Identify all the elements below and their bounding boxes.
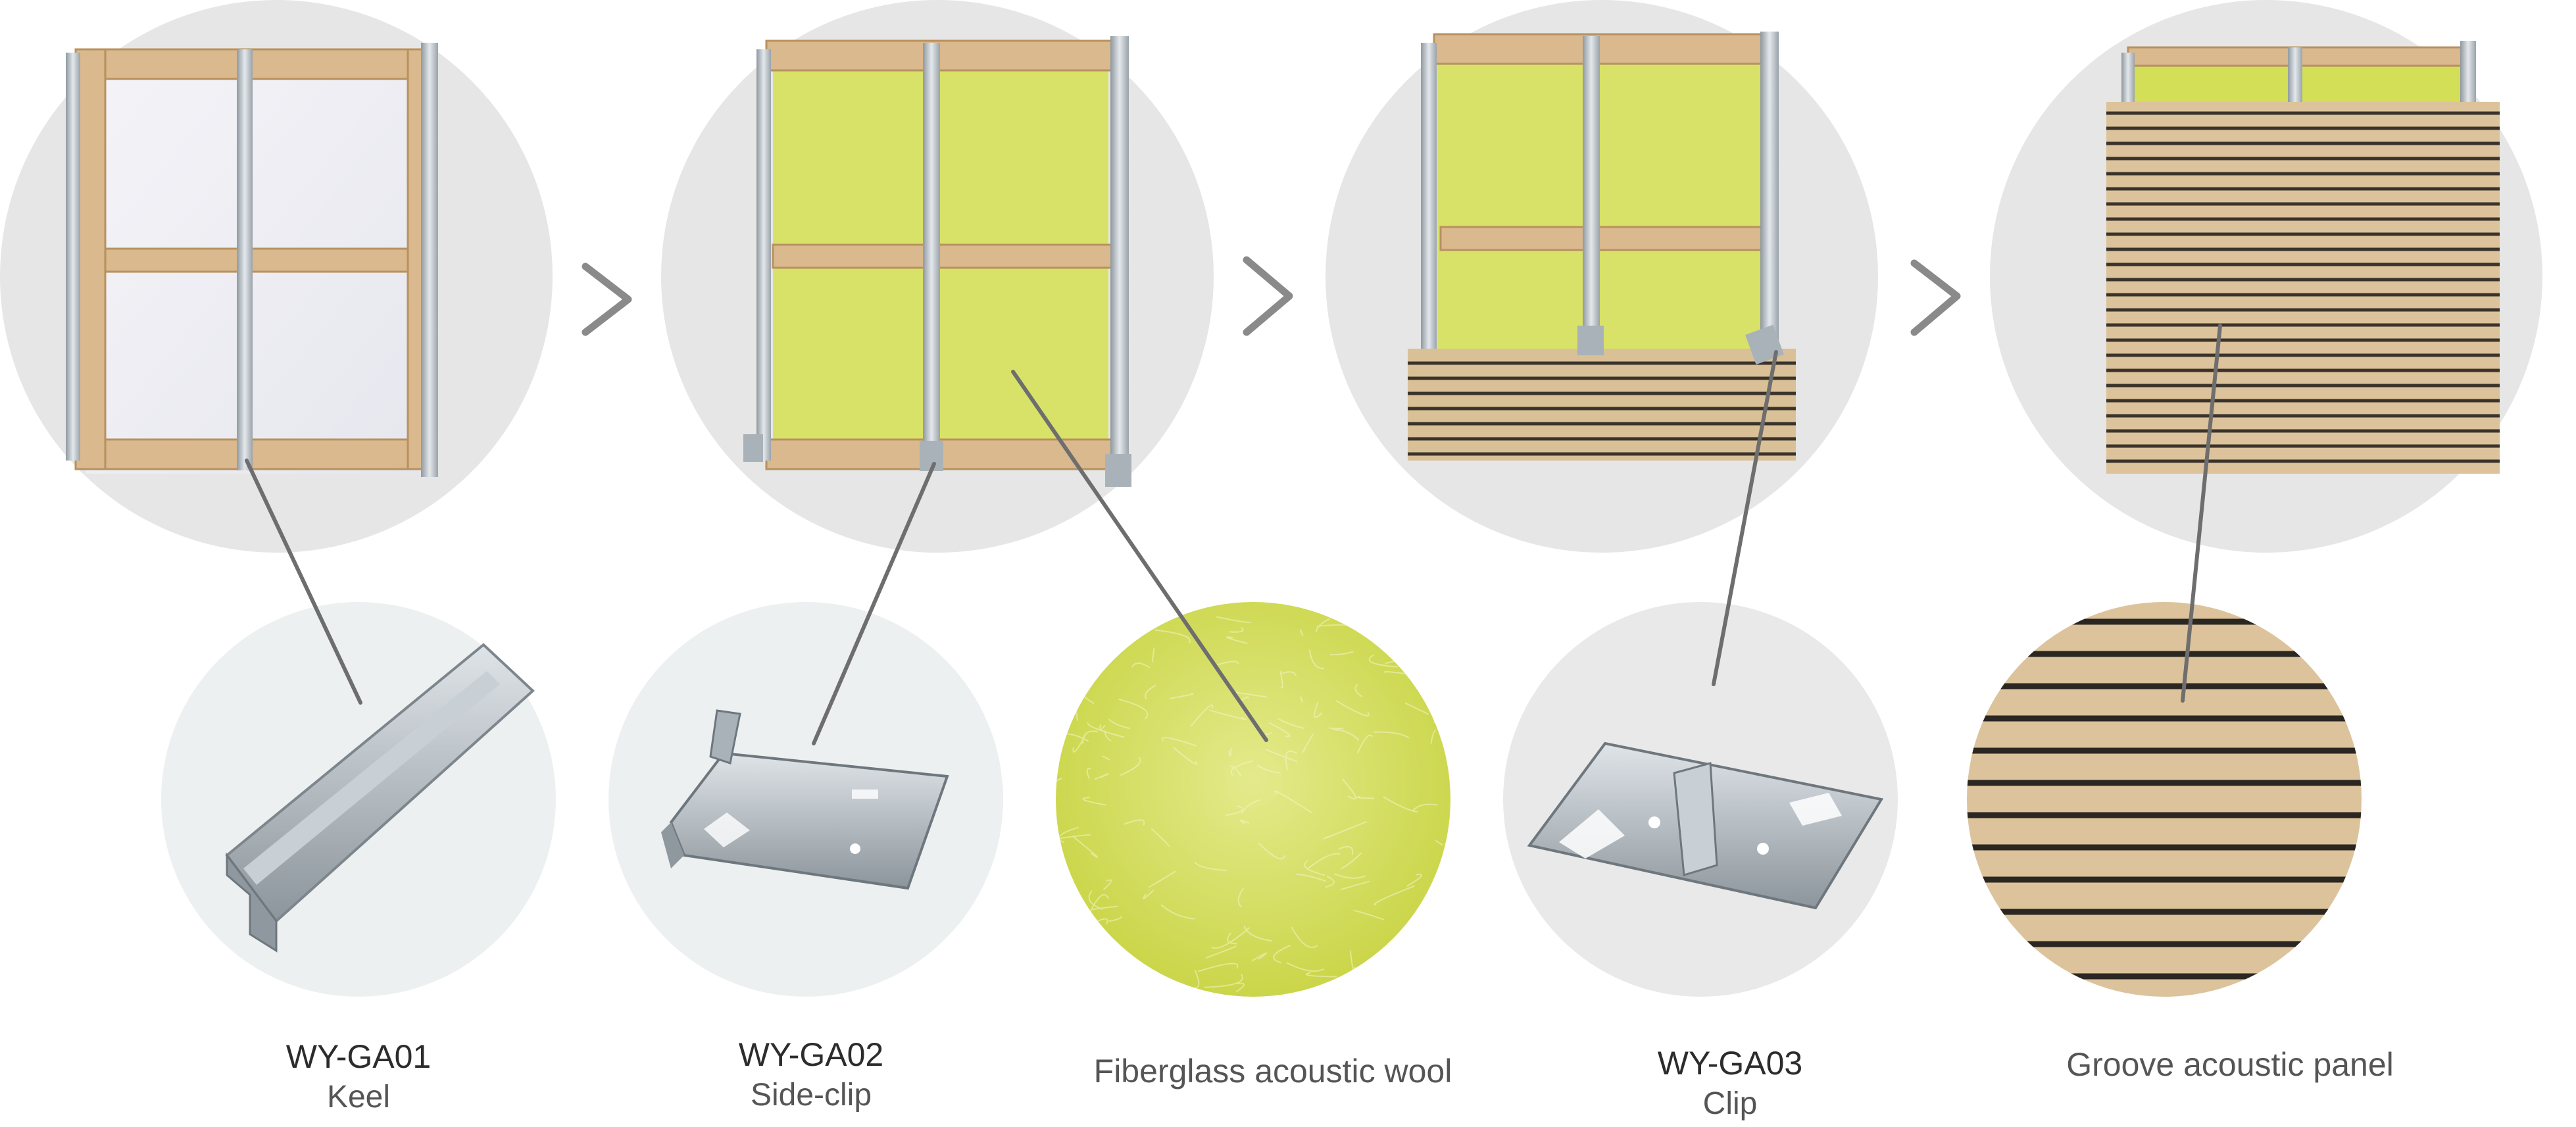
component-label-side-clip: WY-GA02 Side-clip	[680, 1034, 943, 1115]
chevron-right-icon	[1243, 256, 1293, 336]
keel-icon	[225, 643, 535, 953]
component-name: Clip	[1702, 1086, 1758, 1121]
component-label-wool: Fiberglass acoustic wool	[1043, 1051, 1503, 1092]
side-clip-icon	[661, 709, 949, 890]
component-name: Side-clip	[750, 1077, 872, 1113]
component-label-keel: WY-GA01 Keel	[227, 1036, 490, 1117]
leader-line-groove	[2181, 324, 2222, 703]
step-2-frame	[743, 36, 1131, 487]
component-name: Groove acoustic panel	[2066, 1046, 2394, 1083]
leader-line-keel	[245, 459, 362, 705]
leader-line-side-clip	[812, 462, 936, 745]
groove-circle	[1967, 602, 2362, 997]
component-label-groove: Groove acoustic panel	[2000, 1044, 2460, 1086]
chevron-right-icon	[1910, 259, 1961, 336]
chevron-right-icon	[582, 263, 632, 336]
step-4-frame	[2106, 41, 2500, 474]
step-1-frame	[66, 43, 438, 477]
component-name: Keel	[326, 1079, 391, 1114]
component-label-clip: WY-GA03 Clip	[1598, 1043, 1862, 1124]
step-4-panel	[2106, 102, 2500, 474]
component-code: WY-GA01	[285, 1038, 432, 1075]
step-3-frame	[1408, 32, 1796, 461]
leader-line-wool	[1011, 370, 1268, 742]
leader-line-clip	[1712, 350, 1778, 686]
component-name: Fiberglass acoustic wool	[1093, 1053, 1452, 1089]
component-code: WY-GA03	[1657, 1045, 1803, 1082]
wool-circle	[1056, 602, 1450, 997]
clip-icon	[1527, 741, 1884, 910]
component-code: WY-GA02	[738, 1036, 884, 1073]
